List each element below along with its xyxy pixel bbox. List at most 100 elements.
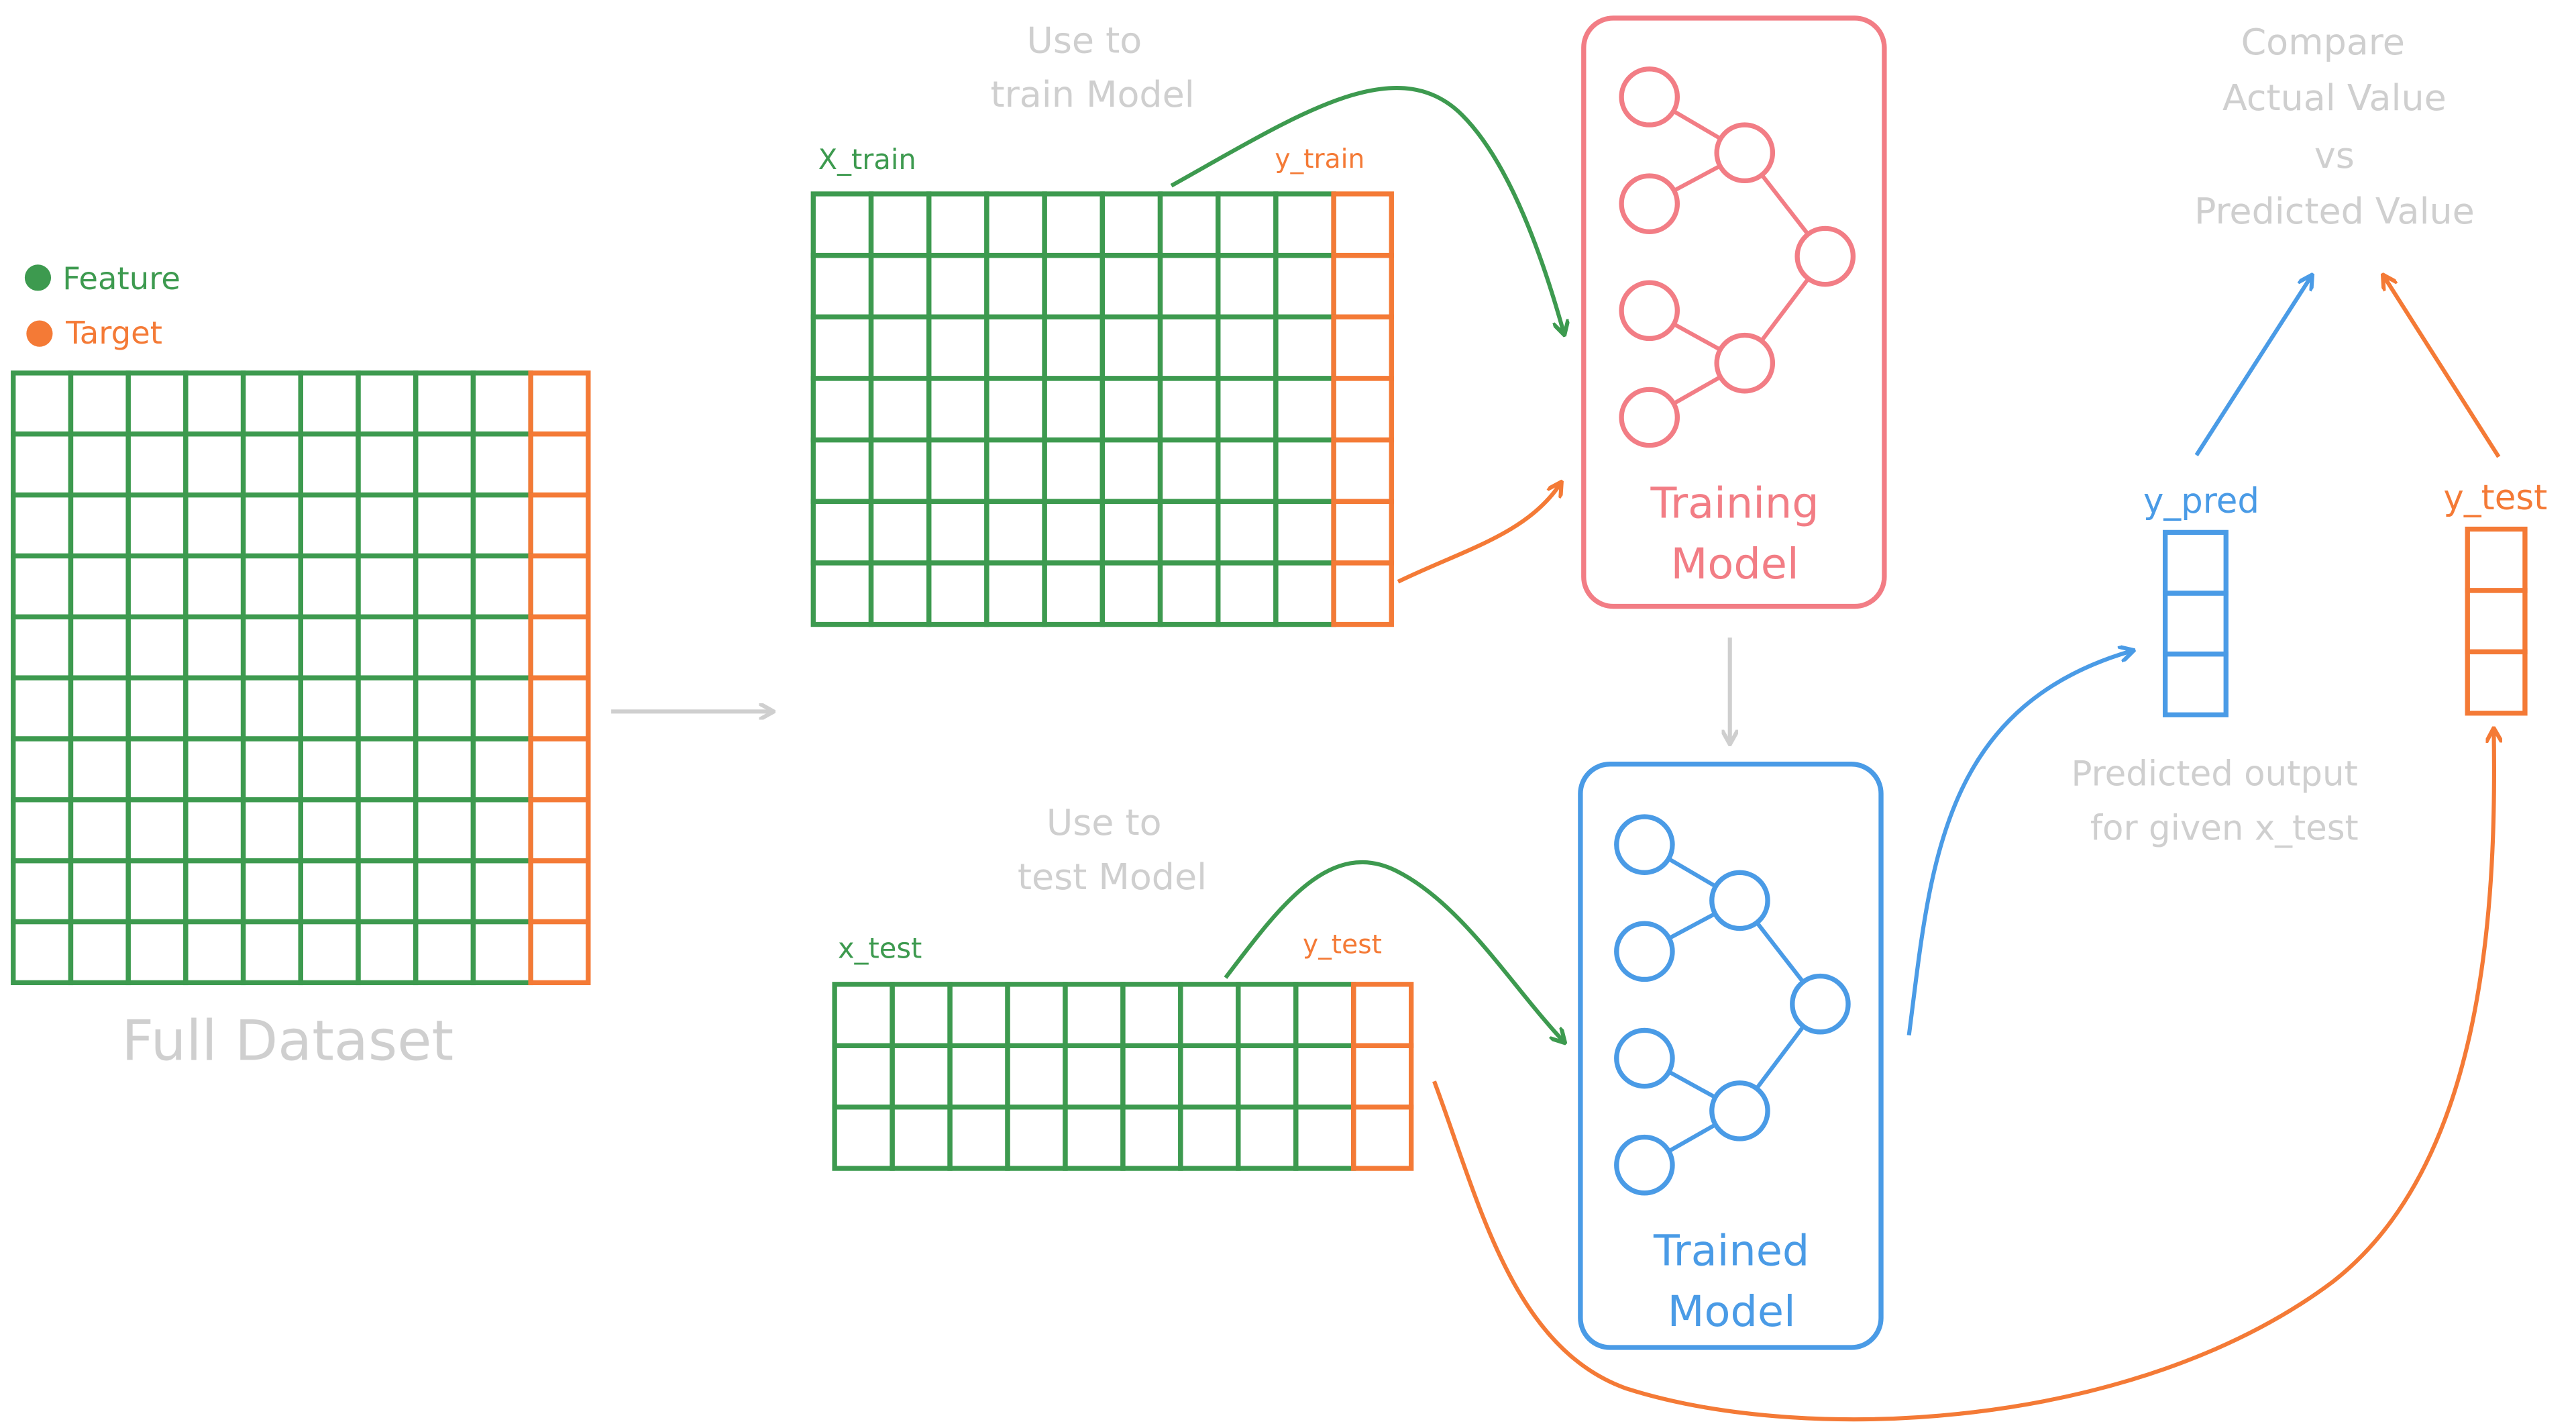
- target-cell: [1331, 560, 1394, 627]
- feature-cell: [1063, 982, 1126, 1048]
- feature-cell: [183, 431, 246, 498]
- feature-cell: [868, 560, 932, 627]
- network-node: [1619, 280, 1680, 342]
- feature-cell: [11, 797, 74, 864]
- feature-cell: [183, 797, 246, 864]
- feature-cell: [183, 614, 246, 680]
- legend-feature: Feature: [62, 260, 180, 297]
- feature-cell: [125, 736, 189, 803]
- feature-cell: [240, 919, 303, 986]
- feature-cell: [68, 675, 131, 742]
- trained-model-label-1: Trained: [1653, 1227, 1809, 1276]
- feature-cell: [1273, 499, 1336, 566]
- target-cell: [528, 614, 591, 680]
- feature-cell: [1216, 191, 1279, 258]
- feature-cell: [868, 437, 932, 504]
- feature-cell: [1042, 376, 1105, 443]
- feature-cell: [11, 736, 74, 803]
- feature-cell: [1178, 1104, 1241, 1171]
- feature-cell: [1273, 314, 1336, 381]
- feature-cell: [868, 376, 932, 443]
- feature-cell: [1120, 1104, 1183, 1171]
- y-test-column: [2465, 526, 2528, 716]
- feature-cell: [926, 437, 989, 504]
- target-cell: [2465, 526, 2528, 593]
- feature-cell: [1157, 499, 1221, 566]
- feature-cell: [926, 314, 989, 381]
- trained-network-icon: [1614, 814, 1851, 1196]
- feature-cell: [1042, 252, 1105, 319]
- feature-cell: [1157, 252, 1221, 319]
- feature-cell: [298, 675, 361, 742]
- feature-cell: [183, 858, 246, 925]
- training-model-label-2: Model: [1671, 540, 1799, 589]
- feature-cell: [470, 919, 533, 986]
- feature-cell: [926, 252, 989, 319]
- feature-cell: [470, 553, 533, 619]
- feature-cell: [125, 431, 189, 498]
- feature-cell: [926, 499, 989, 566]
- feature-cell: [183, 919, 246, 986]
- feature-cell: [413, 370, 476, 437]
- prediction-caption-2: for given x_test: [2090, 808, 2359, 848]
- feature-cell: [1236, 982, 1299, 1048]
- feature-cell: [413, 614, 476, 680]
- feature-cell: [1273, 437, 1336, 504]
- y-test-to-compare-arrow: [2383, 276, 2501, 458]
- feature-cell: [125, 858, 189, 925]
- feature-cell: [298, 797, 361, 864]
- feature-cell: [470, 858, 533, 925]
- target-cell: [1331, 499, 1394, 566]
- feature-cell: [125, 492, 189, 559]
- network-node: [1709, 1080, 1770, 1141]
- training-model-label-1: Training: [1650, 478, 1819, 528]
- feature-cell: [1099, 499, 1163, 566]
- feature-cell: [1273, 376, 1336, 443]
- feature-cell: [1005, 1104, 1068, 1171]
- target-cell: [1331, 191, 1394, 258]
- target-cell: [528, 797, 591, 864]
- feature-cell: [298, 614, 361, 680]
- feature-cell: [183, 675, 246, 742]
- target-cell: [2465, 588, 2528, 655]
- target-cell: [528, 858, 591, 925]
- feature-dot-icon: [24, 264, 52, 291]
- feature-cell: [984, 252, 1047, 319]
- target-dot-icon: [26, 320, 53, 347]
- feature-cell: [1042, 191, 1105, 258]
- feature-cell: [11, 431, 74, 498]
- feature-cell: [413, 919, 476, 986]
- feature-cell: [11, 553, 74, 619]
- feature-cell: [470, 431, 533, 498]
- feature-cell: [1273, 191, 1336, 258]
- feature-cell: [240, 492, 303, 559]
- feature-cell: [1157, 191, 1221, 258]
- feature-cell: [810, 191, 874, 258]
- feature-cell: [240, 858, 303, 925]
- feature-cell: [298, 553, 361, 619]
- network-node: [1619, 173, 1680, 234]
- feature-cell: [68, 492, 131, 559]
- feature-cell: [868, 499, 932, 566]
- train-caption-2: train Model: [990, 73, 1194, 115]
- feature-cell: [1042, 314, 1105, 381]
- network-node: [1619, 387, 1680, 448]
- feature-cell: [984, 560, 1047, 627]
- y-pred-to-compare-arrow: [2194, 276, 2311, 456]
- feature-cell: [1216, 376, 1279, 443]
- y-pred-column: [2162, 529, 2229, 717]
- x-test-grid: [832, 982, 1414, 1171]
- test-caption-2: test Model: [1018, 856, 1207, 898]
- feature-cell: [413, 675, 476, 742]
- feature-cell: [298, 431, 361, 498]
- target-cell: [1331, 252, 1394, 319]
- feature-cell: [810, 437, 874, 504]
- feature-cell: [356, 614, 419, 680]
- y-train-to-model-arrow: [1397, 483, 1560, 584]
- network-node: [1614, 1134, 1675, 1196]
- feature-cell: [1178, 982, 1241, 1048]
- feature-cell: [68, 919, 131, 986]
- feature-cell: [11, 675, 74, 742]
- feature-cell: [125, 919, 189, 986]
- training-model-box: [1581, 15, 1887, 609]
